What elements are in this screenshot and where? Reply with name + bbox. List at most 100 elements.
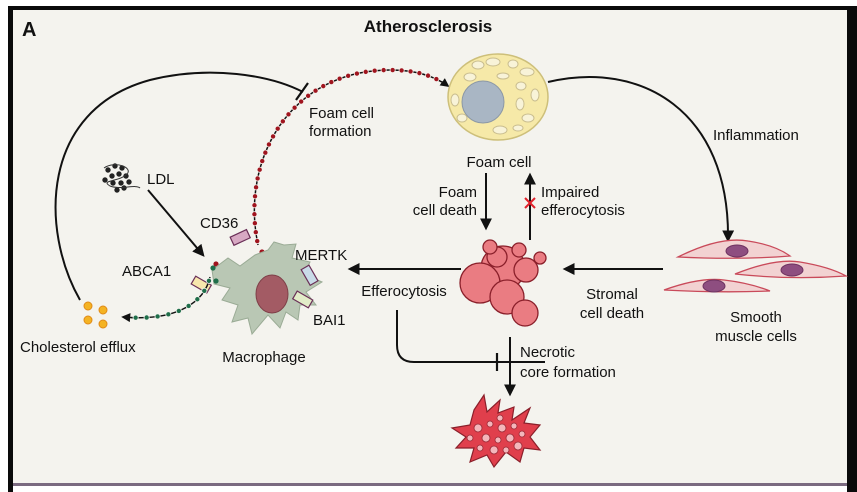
green-efflux-beads xyxy=(132,265,219,321)
bead xyxy=(328,79,335,86)
bead xyxy=(305,92,312,99)
ldl-sphere xyxy=(111,162,119,170)
necrotic-debris xyxy=(476,444,484,452)
bead xyxy=(252,193,259,200)
bead xyxy=(165,311,172,318)
bead xyxy=(407,68,414,75)
block-x-icon xyxy=(524,197,536,209)
bead xyxy=(256,166,263,173)
ldl-sphere xyxy=(120,184,128,192)
abca1-label: ABCA1 xyxy=(122,263,171,280)
ldl-sphere xyxy=(104,166,112,174)
cholesterol-icon xyxy=(83,301,108,329)
bai1-label: BAI1 xyxy=(313,312,346,329)
frame-left-border xyxy=(8,6,13,492)
ldl-apoprotein-strand xyxy=(103,164,141,189)
efferocytosis-label: Efferocytosis xyxy=(361,283,447,300)
cd36-label: CD36 xyxy=(200,215,238,232)
necrotic-debris xyxy=(518,430,526,438)
bead xyxy=(416,70,423,77)
bead xyxy=(210,265,216,271)
bead xyxy=(213,278,219,284)
bead xyxy=(433,76,440,83)
bead xyxy=(398,67,405,74)
ldl-sphere xyxy=(115,170,123,178)
bead xyxy=(175,307,182,314)
foam-cell xyxy=(447,53,549,141)
cholesterol-efflux-label: Cholesterol efflux xyxy=(20,339,136,356)
bead xyxy=(274,125,281,132)
bead xyxy=(262,149,269,156)
bead xyxy=(312,87,319,94)
bead xyxy=(213,261,219,267)
bead xyxy=(254,175,261,182)
necrotic-debris xyxy=(481,433,491,443)
necrotic-debris xyxy=(494,436,502,444)
inflammation-label: Inflammation xyxy=(713,127,799,144)
bead xyxy=(154,313,161,320)
necrotic-debris xyxy=(505,433,515,443)
bead xyxy=(194,296,201,303)
bead xyxy=(254,238,261,245)
bead xyxy=(185,302,192,309)
impaired-efferocytosis-label-line1: Impaired xyxy=(541,184,599,201)
apoptotic-cell-cluster xyxy=(459,239,547,327)
efflux-inhibition-arc xyxy=(54,71,304,301)
bead xyxy=(362,68,369,75)
foam-cell-death-label-line2: cell death xyxy=(413,202,477,219)
bead xyxy=(345,72,352,79)
bead xyxy=(253,184,260,191)
bead xyxy=(279,118,286,125)
impaired-efferocytosis-label-line2: efferocytosis xyxy=(541,202,625,219)
bead xyxy=(265,141,272,148)
foam-cell-death-label-line1: Foam xyxy=(439,184,477,201)
bead xyxy=(259,158,266,165)
ldl-sphere xyxy=(101,176,109,184)
mertk-label: MERTK xyxy=(295,247,347,264)
bead xyxy=(371,67,378,74)
ldl-uptake-arrow xyxy=(147,189,205,257)
bead xyxy=(251,211,258,218)
bead xyxy=(205,277,212,284)
bead xyxy=(291,104,298,111)
stromal-cell-death-label-line1: Stromal xyxy=(586,286,638,303)
necrotic-debris xyxy=(473,423,483,433)
necrotic-core-label-line1: Necrotic xyxy=(520,344,576,361)
ldl-sphere xyxy=(122,172,130,180)
stromal-cell-death-label-line2: cell death xyxy=(580,305,644,322)
foam-cell-formation-label-line2: formation xyxy=(309,123,372,140)
inflammation-arc xyxy=(547,75,735,243)
necrotic-debris xyxy=(489,445,499,455)
diagram-title: Atherosclerosis xyxy=(364,17,493,36)
bead xyxy=(298,98,305,105)
necrotic-core-label-line2: core formation xyxy=(520,364,616,381)
necrotic-debris xyxy=(502,446,510,454)
ldl-sphere xyxy=(125,178,133,186)
foam-cell-formation-label-line1: Foam cell xyxy=(309,105,374,122)
bead xyxy=(252,229,259,236)
necrotic-debris xyxy=(496,414,504,422)
frame-top-border xyxy=(8,6,857,10)
bead xyxy=(425,72,432,79)
bead xyxy=(143,314,150,321)
smooth-muscle-label-line2: muscle cells xyxy=(715,328,797,345)
cholesterol-efflux-arc xyxy=(121,276,211,323)
bead xyxy=(285,111,292,118)
ldl-sphere xyxy=(113,186,121,194)
necrotic-core xyxy=(450,393,542,469)
bead xyxy=(380,67,387,74)
cd36-receptor xyxy=(229,228,252,247)
efferocytosis-inhibition-line xyxy=(396,310,545,363)
mertk-receptor xyxy=(300,264,319,287)
bead xyxy=(336,75,343,82)
ldl-label: LDL xyxy=(147,171,175,188)
foam-cell-label: Foam cell xyxy=(466,154,531,171)
ldl-sphere xyxy=(117,179,125,187)
inhibition-bar-foam-formation xyxy=(295,82,309,101)
bai1-receptor xyxy=(291,290,314,309)
necrotic-debris xyxy=(513,441,523,451)
ldl-particle-icon xyxy=(101,162,141,194)
panel-letter: A xyxy=(22,19,36,41)
bottom-rule xyxy=(13,483,847,486)
